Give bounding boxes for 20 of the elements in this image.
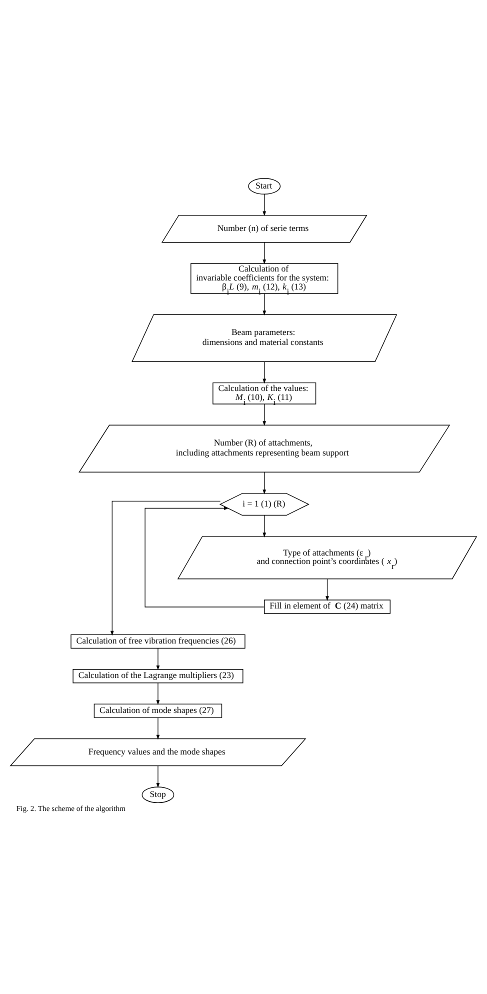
node-box: Fill in element of C (24) matrix: [264, 600, 390, 614]
arrow: [262, 242, 266, 264]
node-ellipse: Stop: [142, 786, 174, 804]
arrow: [156, 717, 160, 740]
node-box: Calculation of the Lagrange multipliers (23): [72, 669, 244, 684]
arrow: [262, 404, 266, 426]
arrow: [262, 361, 266, 384]
arrow: [262, 515, 266, 538]
arrow: [262, 293, 266, 316]
arrow: [156, 766, 160, 788]
node-box: Calculation of free vibration frequencies (26): [70, 634, 246, 649]
arrow: [156, 648, 160, 670]
arrow: [144, 506, 265, 608]
node-ellipse: Start: [248, 178, 281, 194]
arrow: [156, 682, 160, 705]
arrow: [262, 472, 266, 494]
arrow: [110, 500, 221, 636]
node-box: Calculation of mode shapes (27): [94, 704, 222, 718]
arrow: [326, 578, 329, 601]
arrow: [262, 194, 266, 216]
